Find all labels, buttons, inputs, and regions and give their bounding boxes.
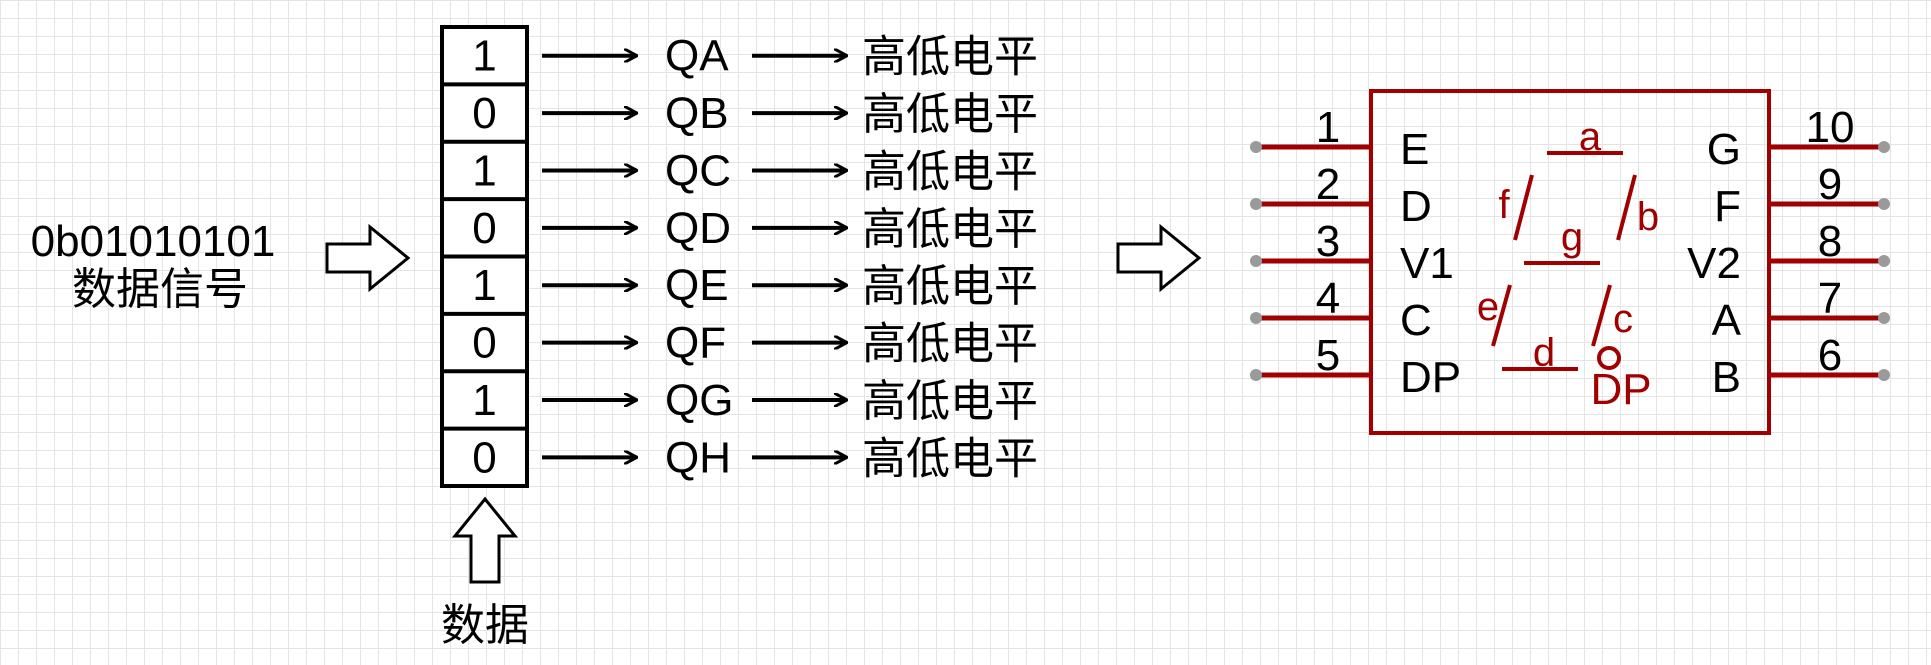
hollow-arrow-right-icon [1116, 223, 1202, 293]
pin-number: 8 [1818, 217, 1842, 266]
pin-number: 4 [1316, 274, 1340, 323]
pin-dot [1250, 198, 1262, 210]
register-bit: 1 [472, 376, 496, 425]
segment-label-f: f [1498, 183, 1510, 227]
pin-dot [1878, 369, 1890, 381]
register-bit: 1 [472, 261, 496, 310]
output-label-qc: QC [665, 146, 731, 195]
output-label-qb: QB [665, 89, 729, 138]
register-bit: 1 [472, 32, 496, 81]
pin-name: B [1712, 353, 1741, 402]
pin-name: F [1714, 182, 1741, 231]
pin-dot [1250, 312, 1262, 324]
pin-dot [1878, 255, 1890, 267]
level-label: 高低电平 [862, 147, 1038, 196]
output-label-qh: QH [665, 433, 731, 482]
pin-number: 1 [1316, 103, 1340, 152]
level-label: 高低电平 [862, 33, 1038, 82]
segment-e [1491, 284, 1512, 347]
input-label: 数据信号 [72, 265, 248, 314]
pin-number: 2 [1316, 160, 1340, 209]
pin-dot [1250, 141, 1262, 153]
pin-name: V1 [1400, 239, 1454, 288]
segment-f [1513, 174, 1534, 241]
segment-label-a: a [1579, 115, 1602, 159]
data-label: 数据 [441, 601, 529, 650]
segment-c [1591, 284, 1612, 347]
pin-number: 9 [1818, 160, 1842, 209]
hollow-arrow-right-icon [325, 223, 411, 293]
output-label-qf: QF [665, 319, 726, 368]
output-label-qa: QA [665, 32, 729, 81]
level-label: 高低电平 [862, 377, 1038, 426]
segment-label-b: b [1637, 195, 1659, 239]
register-bit: 0 [472, 89, 496, 138]
pin-dot [1250, 369, 1262, 381]
level-label: 高低电平 [862, 434, 1038, 483]
hollow-arrow-up-icon [451, 496, 519, 584]
pin-name: D [1400, 182, 1432, 231]
register-bit: 1 [472, 146, 496, 195]
pin-number: 10 [1806, 103, 1855, 152]
segment-label-d: d [1533, 331, 1555, 375]
output-label-qd: QD [665, 204, 731, 253]
pin-name: A [1712, 296, 1742, 345]
output-label-qe: QE [665, 261, 729, 310]
pin-name: C [1400, 296, 1432, 345]
segment-label-e: e [1477, 285, 1499, 329]
segment-b [1616, 174, 1637, 241]
register-bit: 0 [472, 319, 496, 368]
pin-number: 5 [1316, 331, 1340, 380]
input-value: 0b01010101 [31, 217, 276, 266]
pin-number: 6 [1818, 331, 1842, 380]
pin-name: E [1400, 125, 1429, 174]
pin-name: G [1707, 125, 1741, 174]
pin-dot [1878, 312, 1890, 324]
level-label: 高低电平 [862, 320, 1038, 369]
segment-label-dp: DP [1590, 365, 1651, 414]
register-bit: 0 [472, 204, 496, 253]
pin-dot [1878, 198, 1890, 210]
pin-name: V2 [1687, 239, 1741, 288]
register-bit: 0 [472, 433, 496, 482]
pin-name: DP [1400, 353, 1461, 402]
pin-number: 3 [1316, 217, 1340, 266]
pin-dot [1878, 141, 1890, 153]
output-label-qg: QG [665, 376, 733, 425]
level-label: 高低电平 [862, 90, 1038, 139]
segment-label-c: c [1613, 297, 1633, 341]
segment-label-g: g [1561, 215, 1583, 259]
level-label: 高低电平 [862, 205, 1038, 254]
pin-number: 7 [1818, 274, 1842, 323]
level-label: 高低电平 [862, 262, 1038, 311]
segment-dp [1597, 346, 1621, 370]
pin-dot [1250, 255, 1262, 267]
